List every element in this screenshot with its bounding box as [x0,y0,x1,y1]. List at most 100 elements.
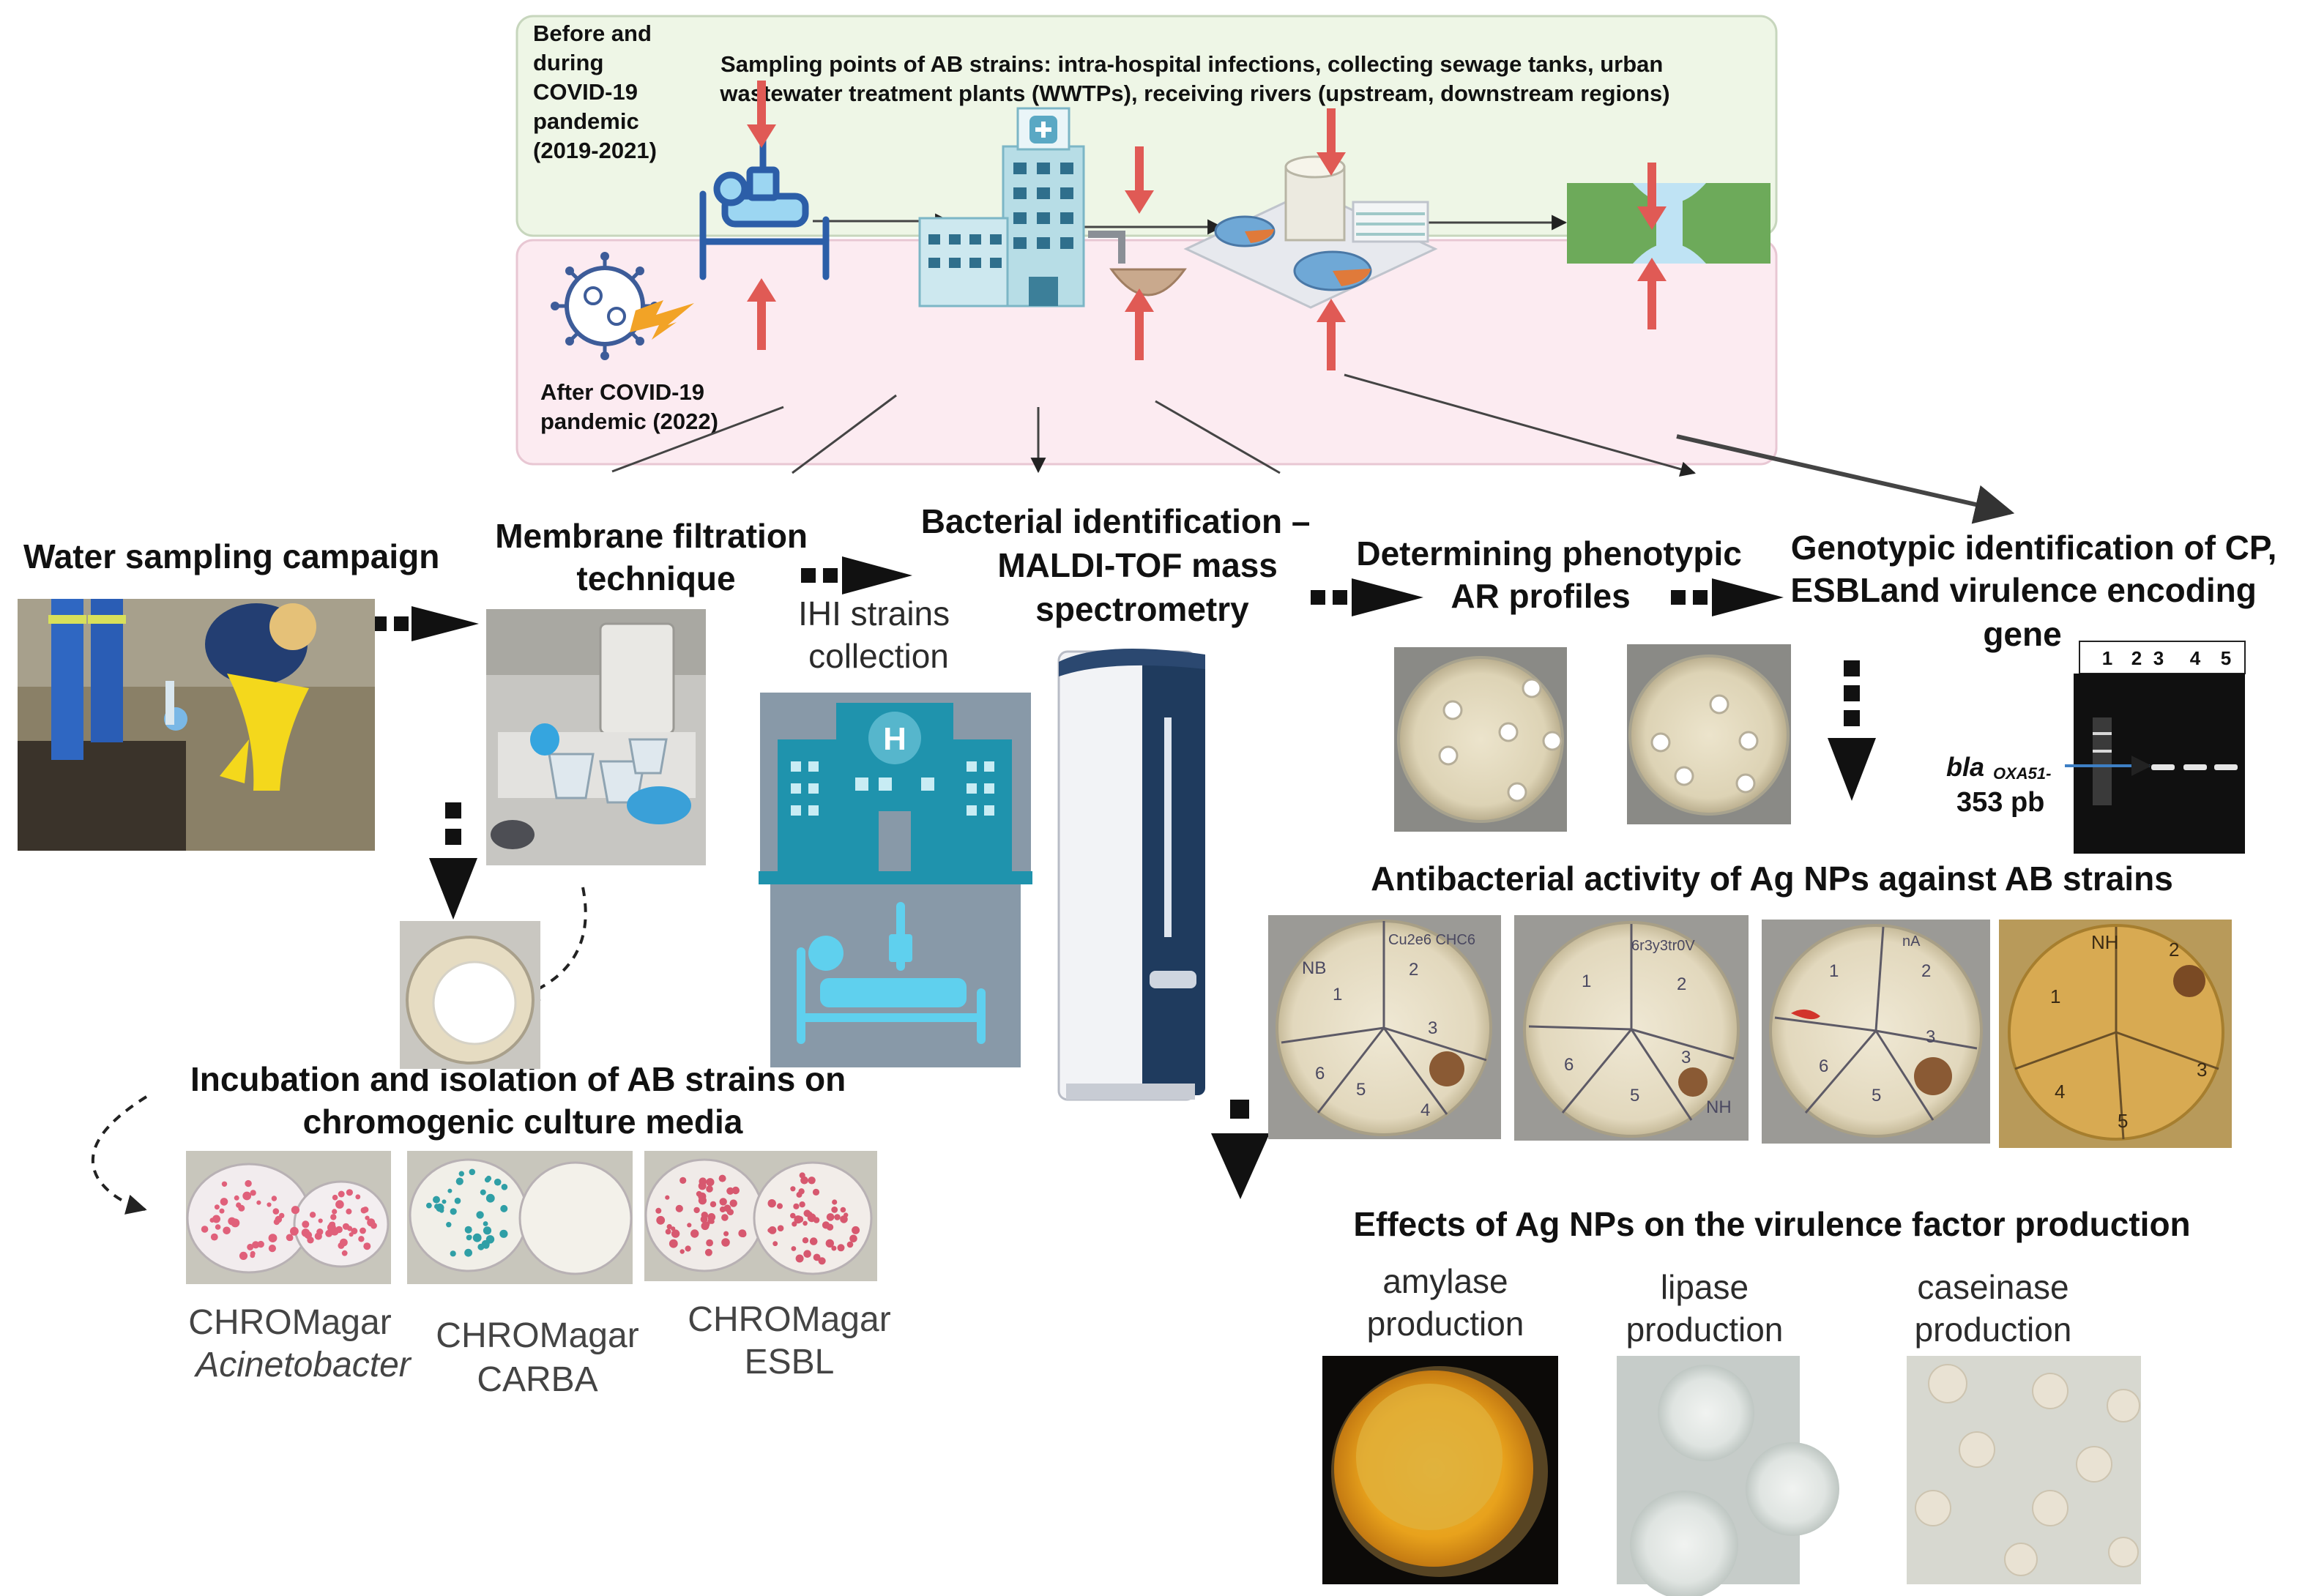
svg-text:5: 5 [1630,1086,1639,1105]
colony-dot [215,1224,221,1230]
colony-dot [466,1234,472,1241]
photo-filter-dish [400,921,540,1069]
colony-dot [250,1190,256,1196]
colony-dot [685,1245,691,1252]
colony-dot [477,1243,485,1250]
step-virulence-effects: Effects of Ag NPs on the virulence facto… [1353,1205,2190,1243]
svg-text:2: 2 [2131,647,2142,669]
colony-dot [347,1226,353,1231]
dashed-arrow-curve-media [91,1095,148,1215]
colony-dot [214,1204,220,1210]
colony-dot [803,1250,811,1258]
colony-dot [665,1195,670,1200]
colony-dot [271,1196,278,1201]
step-ihi-strains: IHI strains collection [798,594,959,675]
colony-dot [332,1209,338,1215]
colony-dot [234,1195,239,1201]
colony-dot [704,1248,712,1256]
photo-caseinase [1907,1356,2141,1584]
colony-dot [687,1223,692,1228]
virulence-labels: amylase production lipase production cas… [1367,1262,2072,1349]
colony-dot [721,1214,729,1221]
colony-dot [831,1207,838,1213]
svg-text:H: H [883,721,906,757]
svg-text:3: 3 [1926,1027,1935,1047]
colony-dot [798,1188,805,1195]
colony-dot [318,1218,323,1223]
media-label-acinetobacter-2: Acinetobacter [193,1346,412,1384]
colony-dot [239,1251,248,1260]
lipase-label-1: lipase [1661,1268,1749,1306]
svg-text:nA: nA [1902,933,1921,950]
colony-dot [464,1248,472,1257]
colony-dot [726,1187,734,1195]
colony-dot [706,1185,713,1193]
colony-dot [655,1207,662,1214]
step-maldi-tof: Bacterial identification – MALDI-TOF mas… [921,502,1319,628]
colony-dot [656,1215,666,1225]
svg-text:3: 3 [1681,1048,1691,1067]
sewage-tank-icon [1088,231,1187,297]
step-phenotypic: Determining phenotypic AR profiles [1356,534,1751,615]
phase-before-label: Before and during COVID-19 pandemic (201… [533,20,658,163]
colony-dot [723,1231,729,1237]
gel-lane-labels: 1 2 3 4 5 [2102,647,2231,669]
colony-dot [794,1215,803,1224]
colony-dot [837,1244,845,1252]
svg-text:1: 1 [1333,985,1342,1004]
colony-dot [790,1186,796,1192]
flow-arrow-genotypic-down [1828,660,1876,801]
colony-dot [706,1239,713,1247]
flow-arrow-maldi-to-phenotypic [1311,578,1423,616]
colony-dot [707,1218,713,1224]
colony-dot [499,1229,508,1238]
colony-dot [825,1239,835,1248]
gel-gene-label: bla [1946,752,1984,782]
photo-lipase [1617,1356,1839,1596]
colony-dot [433,1196,440,1204]
photo-membrane-filtration [486,609,706,865]
colony-dot [325,1229,333,1237]
colony-dot [729,1199,737,1207]
amylase-label-1: amylase [1382,1262,1508,1300]
colony-dot [679,1249,685,1254]
step-membrane-filtration: Membrane filtration technique [495,517,817,597]
colony-dot [826,1223,834,1231]
colony-dot [840,1215,848,1223]
colony-dot [236,1202,242,1208]
colony-dot [719,1198,727,1206]
colony-dot [777,1203,783,1209]
colony-dot [690,1229,699,1238]
colony-dot [679,1177,687,1184]
colony-dot [813,1253,821,1261]
colony-dot [201,1226,209,1233]
svg-text:1: 1 [2050,985,2060,1007]
colony-dot [228,1217,237,1226]
colony-dot [767,1199,776,1208]
colony-dot [447,1188,453,1193]
colony-dot [434,1204,440,1209]
colony-dot [799,1172,805,1179]
colony-dot [346,1189,353,1196]
step-water-sampling: Water sampling campaign [23,537,439,575]
colony-dot [710,1201,717,1208]
svg-text:6: 6 [1819,1056,1828,1076]
colony-dot [809,1237,818,1245]
colony-dot [485,1193,495,1203]
flow-arrow-membrane-to-maldi [801,556,912,594]
colony-dot [210,1233,218,1241]
colony-dot [358,1236,365,1242]
colony-dot [767,1228,772,1233]
colony-dot [740,1231,747,1238]
colony-dot [220,1198,228,1206]
colony-dot [327,1223,336,1232]
colony-dot [442,1199,447,1204]
colony-dot [831,1245,837,1251]
colony-dot [332,1194,338,1201]
colony-dot [450,1208,457,1215]
step-antibacterial: Antibacterial activity of Ag NPs against… [1371,859,2173,898]
svg-text:1: 1 [1582,972,1591,991]
flow-arrow-membrane-down [429,802,477,920]
colony-dot [666,1224,672,1230]
